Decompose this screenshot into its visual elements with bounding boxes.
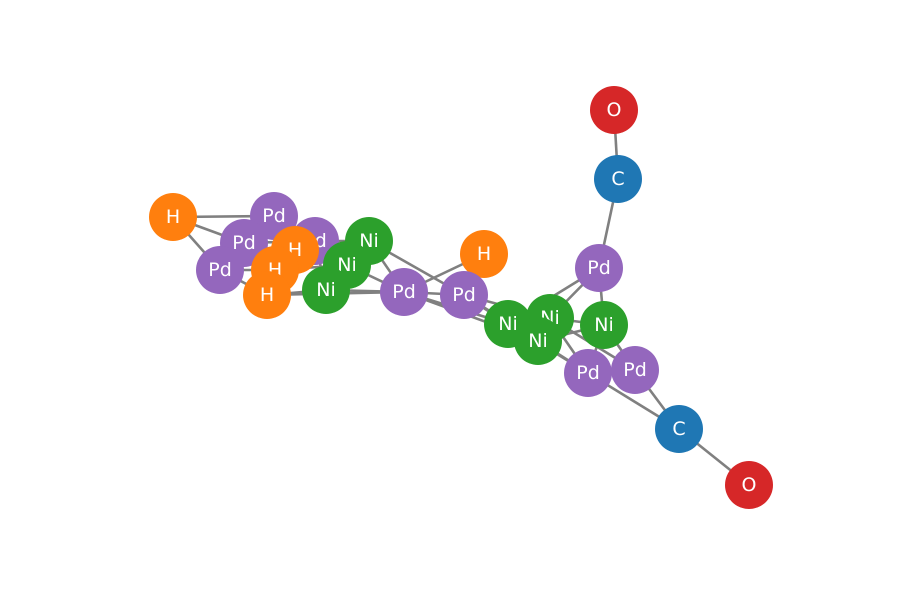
atom-pd6: Pd xyxy=(440,271,488,319)
atom-label: Ni xyxy=(337,254,357,276)
atom-node xyxy=(594,155,642,203)
atom-ni6: Ni xyxy=(514,317,562,365)
atom-node xyxy=(611,346,659,394)
atom-label: Pd xyxy=(392,281,416,303)
atom-h1: H xyxy=(149,193,197,241)
atom-node xyxy=(580,301,628,349)
atom-node xyxy=(514,317,562,365)
atom-label: Ni xyxy=(498,313,518,335)
atom-label: Pd xyxy=(452,284,476,306)
atom-ni3: Ni xyxy=(302,266,350,314)
atom-label: Pd xyxy=(262,205,286,227)
atom-label: C xyxy=(672,418,685,440)
atom-node xyxy=(590,86,638,134)
atom-c1: C xyxy=(594,155,642,203)
atom-node xyxy=(380,268,428,316)
atom-node xyxy=(460,230,508,278)
atom-label: Pd xyxy=(576,362,600,384)
atom-ni7: Ni xyxy=(580,301,628,349)
atom-node xyxy=(564,349,612,397)
atom-o1: O xyxy=(590,86,638,134)
atom-node xyxy=(196,246,244,294)
atom-pd9: Pd xyxy=(611,346,659,394)
atom-label: Ni xyxy=(359,230,379,252)
atom-node xyxy=(302,266,350,314)
atom-label: H xyxy=(166,206,180,228)
atom-pd8: Pd xyxy=(564,349,612,397)
atom-c2: C xyxy=(655,405,703,453)
atom-o2: O xyxy=(725,461,773,509)
atom-label: O xyxy=(742,474,757,496)
atom-label: H xyxy=(260,284,274,306)
atom-node xyxy=(725,461,773,509)
atom-pd7: Pd xyxy=(575,244,623,292)
atom-pd5: Pd xyxy=(380,268,428,316)
atom-label: Ni xyxy=(316,279,336,301)
atom-pd3: Pd xyxy=(196,246,244,294)
atom-label: O xyxy=(607,99,622,121)
atom-h5: H xyxy=(460,230,508,278)
atom-label: Pd xyxy=(623,359,647,381)
atom-label: H xyxy=(477,243,491,265)
atom-node xyxy=(575,244,623,292)
atom-label: Ni xyxy=(528,330,548,352)
atom-label: Ni xyxy=(594,314,614,336)
atom-label: Pd xyxy=(208,259,232,281)
atom-h4: H xyxy=(243,271,291,319)
atom-node xyxy=(149,193,197,241)
atom-node xyxy=(655,405,703,453)
atom-label: C xyxy=(611,168,624,190)
atom-node xyxy=(440,271,488,319)
atom-label: Pd xyxy=(232,232,256,254)
atom-node xyxy=(243,271,291,319)
atoms-layer: HPdPdPdPdHHHNiNiNiPdHPdNiNiNiNiPdPdPdCOC… xyxy=(149,86,773,509)
atom-label: Pd xyxy=(587,257,611,279)
